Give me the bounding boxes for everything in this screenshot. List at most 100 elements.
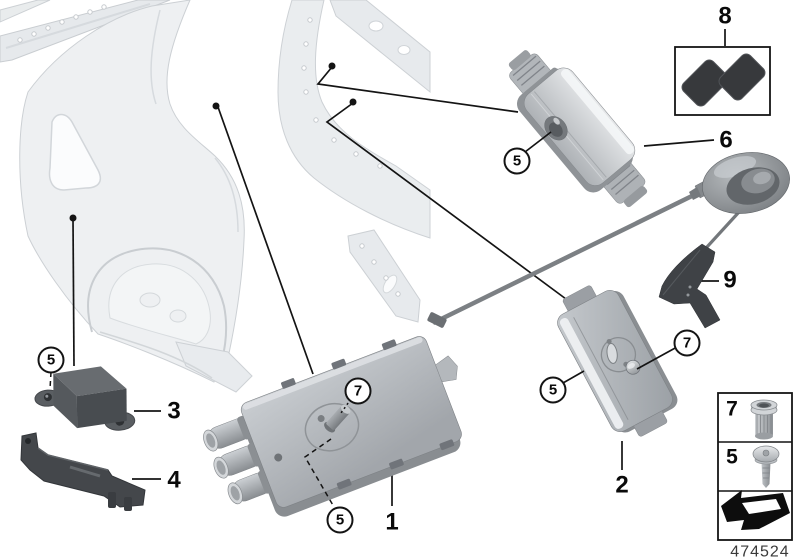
reference-dot [69, 214, 77, 222]
cable-end-connector [427, 312, 447, 328]
part-2-antenna-amplifier[interactable] [548, 273, 686, 446]
direction-arrow-icon [721, 490, 790, 530]
callout7-part2-line [636, 346, 678, 370]
callout-5-number: 5 [47, 352, 55, 369]
amplifier1-connectors [203, 415, 273, 505]
body-roof-rail-stub [0, 0, 51, 23]
part-6-antenna-amplifier[interactable] [492, 35, 663, 221]
bracket4-hole [25, 438, 31, 444]
body-d-pillar [277, 0, 431, 239]
roof-antenna-cable [432, 192, 695, 326]
drawing-number: 474524 [730, 544, 789, 560]
body-detail-line [99, 331, 213, 379]
amplifier1-hole [274, 453, 283, 462]
legend-row-rivet-nut[interactable]: 7 [726, 398, 778, 440]
body-detail-hole [169, 309, 187, 323]
callout-7-number: 7 [683, 335, 691, 352]
callout5-part1-line [304, 438, 335, 508]
leader-part6-label [643, 139, 715, 147]
callout-5-number: 5 [549, 382, 557, 399]
callout5-part6-line [524, 131, 552, 153]
callout-5-number: 5 [336, 512, 344, 529]
amplifier6-mount-hole-inner [548, 122, 563, 137]
callout-5-part2[interactable]: 5 [539, 376, 567, 404]
amplifier6-seam [533, 91, 607, 178]
legend-ref-5: 5 [726, 446, 738, 469]
callout-5-part6[interactable]: 5 [503, 147, 531, 175]
antenna-rod-dot [686, 293, 690, 297]
body-rail-seam [5, 3, 151, 49]
amplifier1-pin-dot [317, 415, 325, 423]
amplifier1-grommet-ring [304, 402, 360, 452]
amplifier2-highlight-stripe [559, 317, 624, 429]
part-3-module[interactable] [33, 364, 136, 436]
roof-antenna-base[interactable] [689, 146, 795, 220]
part-1-antenna-amplifier[interactable] [194, 321, 486, 534]
bracket4-foot-tab [124, 497, 132, 511]
bracket4-foot-tab [108, 492, 116, 508]
part-number-labels: 1 2 3 4 6 8 9 [167, 3, 736, 536]
reference-dot [328, 62, 336, 70]
legend-row-screw[interactable]: 5 [726, 445, 780, 489]
legend-table: 7 5 [717, 392, 793, 541]
legend-ref-7: 7 [726, 398, 738, 421]
part-9-antenna-rod[interactable] [658, 243, 721, 329]
part-label-3[interactable]: 3 [167, 398, 180, 425]
body-quarter-window-opening [48, 113, 102, 191]
amplifier6-body [523, 67, 636, 186]
body-detail-line [150, 9, 161, 105]
amplifier2-stud-glint [627, 363, 635, 369]
amplifier1-stud [324, 404, 351, 433]
antenna-rod-dot [688, 285, 692, 289]
amplifier2-dot [606, 338, 612, 344]
callout-5-part1[interactable]: 5 [326, 506, 354, 534]
screw-icon [752, 445, 780, 488]
legend-row-arrow[interactable] [721, 490, 790, 530]
callout-5-number: 5 [513, 153, 521, 170]
callout-7-part1[interactable]: 7 [344, 377, 372, 405]
amplifier1-edge-clips [281, 339, 455, 490]
amplifier1-edge-highlight [242, 337, 423, 410]
amplifier2-groove [573, 317, 629, 420]
car-body-structure [0, 0, 431, 393]
antenna-base-swirl-light [753, 171, 771, 185]
callout5-part2-line [562, 370, 585, 384]
body-wheel-arch [87, 247, 228, 361]
body-lightening-hole [368, 20, 384, 32]
callout-7-part2[interactable]: 7 [673, 329, 701, 357]
fastener-callouts: 5 5 5 5 7 7 [37, 147, 701, 534]
adhesive-pad [718, 53, 766, 101]
part-label-6[interactable]: 6 [719, 127, 732, 154]
antenna-base-stub-tip [689, 187, 701, 200]
part-8-adhesive-pads[interactable] [674, 46, 771, 116]
module3-top-face [53, 366, 127, 397]
module3-tab-hole-glint [45, 394, 49, 398]
amplifier1-mount-tab [435, 355, 458, 383]
bracket4-slot [69, 465, 101, 478]
callout5-part3-line [49, 371, 52, 390]
body-lightening-hole [397, 45, 411, 55]
amplifier6-hole-glint [553, 117, 560, 125]
adhesive-pad [681, 59, 729, 107]
part-4-bracket[interactable] [20, 432, 146, 511]
part-label-1[interactable]: 1 [385, 509, 398, 536]
body-wheelhouse-inner [108, 263, 211, 345]
body-spot-weld-holes [17, 4, 401, 297]
callout-7-number: 7 [354, 383, 362, 400]
part-label-2[interactable]: 2 [615, 472, 628, 499]
part-label-4[interactable]: 4 [167, 467, 181, 494]
leader-lines [69, 29, 726, 506]
part-label-8[interactable]: 8 [718, 3, 731, 30]
leader-body-to-part6 [316, 66, 519, 113]
part-label-9[interactable]: 9 [723, 267, 736, 294]
module3-left-face [53, 373, 78, 429]
callout-5-part3[interactable]: 5 [37, 346, 65, 374]
body-rail-slot [382, 274, 398, 294]
amplifier6-seam-light [530, 93, 604, 181]
body-rear-frame-rail [347, 229, 421, 323]
body-top-right-rail [329, 0, 431, 94]
amplifier1-top-face [240, 336, 462, 508]
body-detail-hole [139, 292, 161, 308]
